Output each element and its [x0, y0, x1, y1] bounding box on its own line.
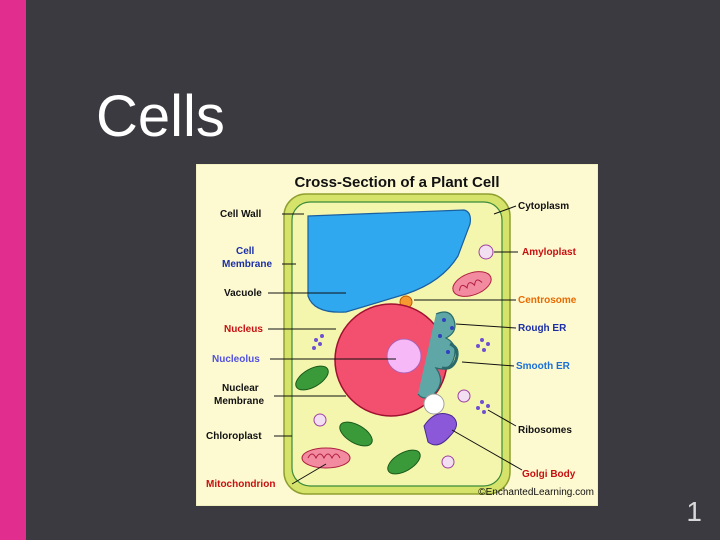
label-cytoplasm: Cytoplasm	[518, 201, 569, 212]
label-centrosome: Centrosome	[518, 295, 577, 306]
accent-bar	[0, 0, 26, 540]
label-smooth-er: Smooth ER	[516, 361, 571, 372]
label-nuclear-membrane-line2: Membrane	[214, 396, 264, 407]
label-cell-wall: Cell Wall	[220, 209, 262, 220]
nucleolus-shape	[386, 338, 422, 374]
vacuole-shape	[307, 209, 471, 313]
leader-lines-left	[268, 213, 396, 485]
ribosome-cluster	[312, 334, 490, 414]
mitochondrion-shape	[452, 271, 492, 297]
label-golgi-body: Golgi Body	[522, 469, 576, 480]
diagram-credit: ©EnchantedLearning.com	[478, 487, 594, 498]
slide-title: Cells	[96, 84, 225, 149]
smooth-er-shape	[441, 342, 459, 370]
label-vacuole: Vacuole	[224, 288, 262, 299]
amyloplast-shape	[478, 244, 494, 260]
diagram-title: Cross-Section of a Plant Cell	[294, 174, 499, 191]
label-cell-membrane-line1: Cell	[236, 246, 255, 257]
mitochondrion-shape-2	[301, 447, 351, 469]
label-rough-er: Rough ER	[518, 323, 567, 334]
golgi-shape	[423, 413, 457, 446]
label-chloroplast: Chloroplast	[206, 431, 262, 442]
label-ribosomes: Ribosomes	[518, 425, 572, 436]
chloroplast-group	[295, 365, 445, 475]
label-amyloplast: Amyloplast	[522, 247, 577, 258]
label-nuclear-membrane-line1: Nuclear	[222, 383, 259, 394]
slide-number: 1	[686, 496, 702, 527]
label-nucleolus: Nucleolus	[212, 354, 260, 365]
plant-cell-diagram: Cross-Section of a Plant Cell	[196, 164, 598, 506]
label-mitochondrion: Mitochondrion	[206, 479, 275, 490]
label-cell-membrane-line2: Membrane	[222, 259, 272, 270]
label-nucleus: Nucleus	[224, 324, 263, 335]
leader-lines-right	[414, 205, 523, 471]
mitochondrion-cristae	[459, 279, 483, 291]
